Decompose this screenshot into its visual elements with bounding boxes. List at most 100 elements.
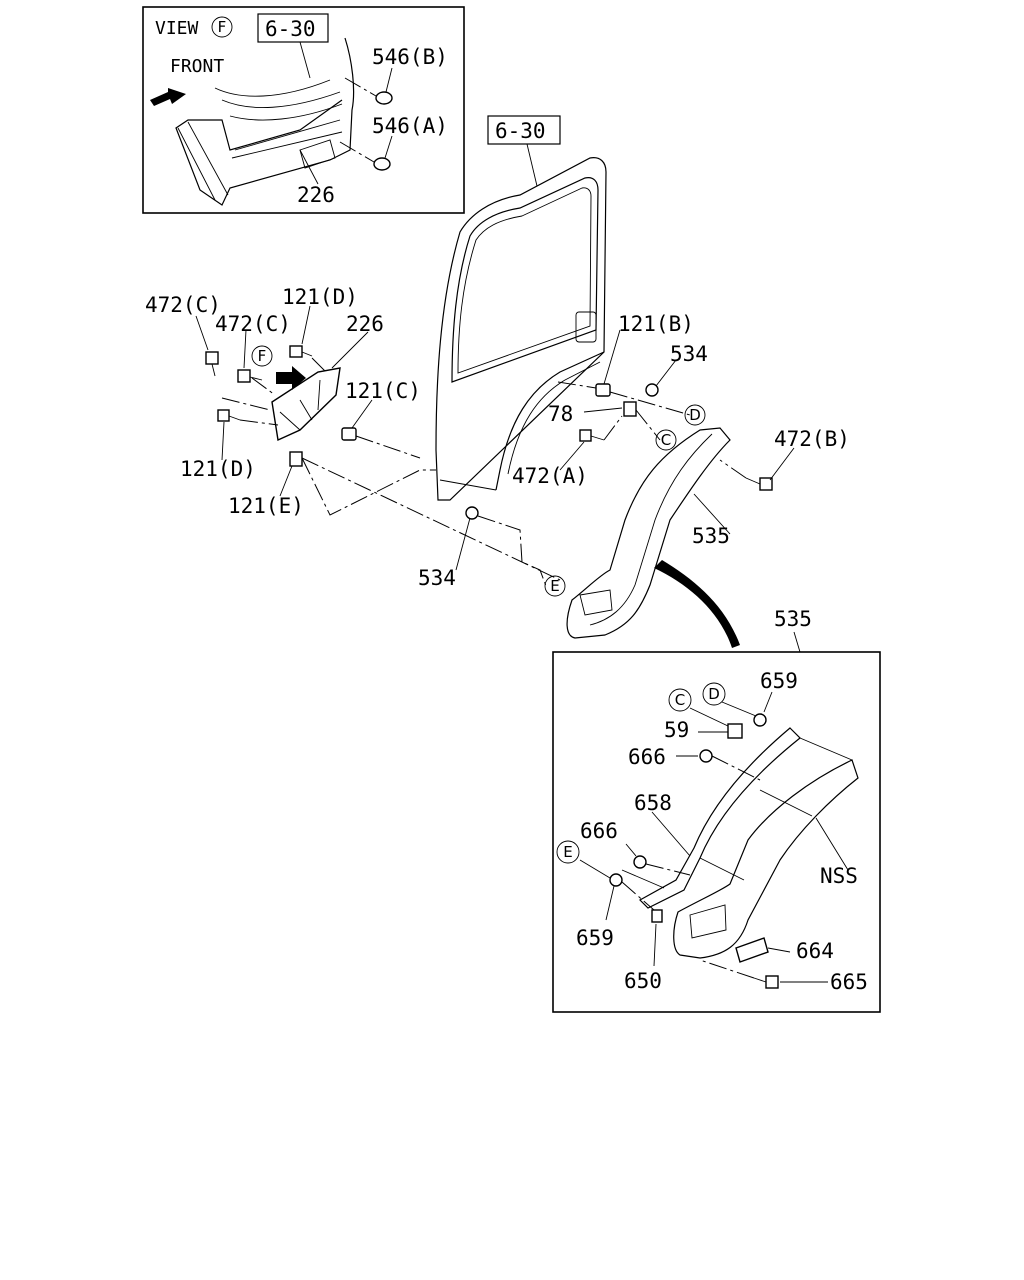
marker-e-detail-circle xyxy=(556,840,580,864)
screw-666-a-icon xyxy=(699,749,713,763)
door-outline xyxy=(435,157,607,501)
clip-121e-icon xyxy=(289,451,303,467)
inset-ref-box xyxy=(257,13,329,43)
marker-c-letter: C xyxy=(661,431,671,449)
label-121d-b: 121(D) xyxy=(180,457,256,481)
assembly-dash-lines-right xyxy=(477,381,747,587)
marker-d-circle xyxy=(684,404,706,426)
marker-f-circle xyxy=(251,345,273,367)
detail-view-535: 535 C D E 659 59 666 658 666 6 xyxy=(552,607,881,1013)
label-534-a: 534 xyxy=(418,566,456,590)
inset-view-f: VIEW F 6-30 FRONT 546(B) 546(A) 226 xyxy=(142,6,465,214)
fender-535-outline xyxy=(566,427,731,639)
label-nss: NSS xyxy=(820,864,858,888)
bolt-121d-b-icon xyxy=(217,409,241,422)
inset-door-outline xyxy=(175,37,355,206)
dash-546b xyxy=(344,77,377,97)
label-leader-lines xyxy=(195,305,795,571)
detail-dash-lines xyxy=(621,755,761,979)
clip-78-icon xyxy=(623,401,637,417)
detail-title: 535 xyxy=(774,607,812,631)
label-666-a: 666 xyxy=(628,745,666,769)
main-ref-box xyxy=(487,115,561,145)
label-659-b: 659 xyxy=(576,926,614,950)
label-658: 658 xyxy=(634,791,672,815)
grommet-546b-icon xyxy=(375,91,393,105)
label-546a: 546(A) xyxy=(372,114,448,138)
detail-title-leader xyxy=(793,631,801,653)
fender-nss-outline xyxy=(673,759,859,959)
label-121e: 121(E) xyxy=(228,494,304,518)
label-666-b: 666 xyxy=(580,819,618,843)
label-226-inset: 226 xyxy=(297,183,335,207)
view-marker-circle xyxy=(211,16,233,38)
marker-d-letter: D xyxy=(689,406,701,424)
marker-d-detail-circle xyxy=(702,682,726,706)
screw-666-b-icon xyxy=(633,855,647,869)
bolt-472a-icon xyxy=(579,429,605,442)
main-ref-leader xyxy=(526,143,538,187)
label-472c-a: 472(C) xyxy=(145,293,221,317)
nut-534-a-icon xyxy=(465,506,479,520)
dash-546a xyxy=(339,141,375,163)
detail-leader-lines xyxy=(579,691,849,983)
inset-door-lines xyxy=(214,79,343,159)
label-472b: 472(B) xyxy=(774,427,850,451)
bolt-665-icon xyxy=(753,975,779,989)
marker-d-detail-letter: D xyxy=(708,685,720,703)
label-546b: 546(B) xyxy=(372,45,448,69)
detail-pointer-arrow-icon xyxy=(654,560,740,648)
label-121c: 121(C) xyxy=(345,379,421,403)
label-650: 650 xyxy=(624,969,662,993)
clip-650-icon xyxy=(651,909,663,923)
clip-59-icon xyxy=(727,723,743,739)
clip-121b-icon xyxy=(595,383,611,397)
leader-546b xyxy=(385,67,393,93)
label-121d-a: 121(D) xyxy=(282,285,358,309)
label-78: 78 xyxy=(548,402,573,426)
label-59: 59 xyxy=(664,718,689,742)
marker-e-letter: E xyxy=(550,577,559,595)
marker-c-circle xyxy=(655,429,677,451)
label-535-main: 535 xyxy=(692,524,730,548)
door-handle-recess xyxy=(575,311,597,343)
screw-659-b-icon xyxy=(609,873,623,887)
inset-ref-leader xyxy=(299,41,311,79)
grommet-546a-icon xyxy=(373,157,391,171)
plate-664-icon xyxy=(735,937,769,963)
fender-nss-inner xyxy=(689,737,853,939)
main-ref-label: 6-30 xyxy=(495,119,546,143)
marker-c-detail-letter: C xyxy=(675,691,685,709)
bolt-472b-icon xyxy=(745,477,773,491)
inset-ref-label: 6-30 xyxy=(265,17,316,41)
label-659-a: 659 xyxy=(760,669,798,693)
marker-c-detail-circle xyxy=(668,688,692,712)
screw-659-a-icon xyxy=(753,713,767,727)
front-label: FRONT xyxy=(170,56,224,77)
label-534-b: 534 xyxy=(670,342,708,366)
leader-226-inset xyxy=(299,149,319,185)
front-arrow-icon xyxy=(150,88,186,106)
clip-121c-icon xyxy=(341,427,357,441)
view-marker-letter: F xyxy=(218,18,227,36)
assembly-dash-lines-left xyxy=(221,357,561,581)
bolt-472c-b-icon xyxy=(237,369,263,383)
label-121b: 121(B) xyxy=(618,312,694,336)
fender-liner-658-outline xyxy=(639,727,801,909)
view-label: VIEW xyxy=(155,18,199,39)
detail-frame xyxy=(552,651,881,1013)
bracket-226-icon xyxy=(271,367,341,442)
door-arch-inner xyxy=(439,361,601,491)
bolt-121d-a-icon xyxy=(289,345,313,358)
door-window-inner xyxy=(457,187,592,374)
label-472a: 472(A) xyxy=(512,464,588,488)
bracket-226-details xyxy=(279,379,321,431)
label-664: 664 xyxy=(796,939,834,963)
leader-546a xyxy=(384,135,393,159)
main-assembly: 6-30 F xyxy=(145,115,850,639)
marker-e-circle xyxy=(544,575,566,597)
nut-534-b-icon xyxy=(645,383,659,397)
label-226-main: 226 xyxy=(346,312,384,336)
label-665: 665 xyxy=(830,970,868,994)
